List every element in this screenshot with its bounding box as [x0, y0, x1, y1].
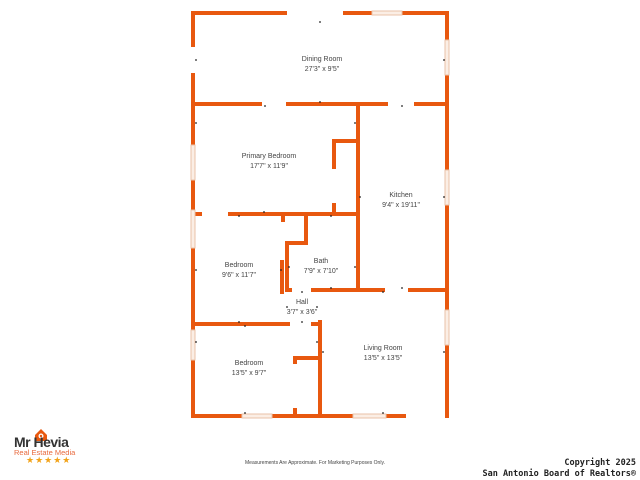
room-dimensions: 7'9" x 7'10" — [303, 268, 339, 275]
room-name: Primary Bedroom — [241, 153, 297, 160]
room-name: Bedroom — [234, 360, 264, 367]
room-label-kitchen: Kitchen 9'4" x 19'11" — [382, 191, 420, 211]
room-dimensions: 13'5" x 9'7" — [231, 370, 267, 377]
room-dimensions: 9'4" x 19'11" — [382, 202, 420, 209]
room-dimensions: 9'6" x 11'7" — [222, 272, 256, 279]
brand-logo: Mr Hevia Real Estate Media ★★★★★ — [12, 428, 92, 468]
house-icon — [35, 429, 47, 441]
door-markers — [195, 21, 445, 414]
room-dimensions: 13'5" x 13'5" — [363, 355, 403, 362]
logo-subtitle: Real Estate Media — [14, 448, 76, 457]
logo-title: Mr Hevia — [14, 434, 69, 450]
star-rating-icon: ★★★★★ — [26, 455, 72, 465]
walls — [191, 11, 449, 418]
room-label-hall: Hall 3'7" x 3'6" — [287, 298, 318, 318]
room-label-bedroom-2: Bedroom 13'5" x 9'7" — [232, 359, 267, 379]
copyright-line-2: San Antonio Board of Realtors® — [482, 469, 636, 479]
room-label-dining-room: Dining Room 27'3" x 9'5" — [302, 55, 342, 75]
room-dimensions: 27'3" x 9'5" — [304, 66, 340, 73]
room-dimensions: 3'7" x 3'6" — [286, 309, 318, 316]
room-name: Dining Room — [301, 56, 343, 63]
copyright-notice: Copyright 2025 San Antonio Board of Real… — [482, 458, 636, 480]
room-label-primary-bedroom: Primary Bedroom 17'7" x 11'9" — [242, 152, 296, 172]
room-label-living-room: Living Room 13'5" x 13'5" — [364, 344, 403, 364]
copyright-line-1: Copyright 2025 — [564, 458, 636, 468]
room-label-bedroom-1: Bedroom 9'6" x 11'7" — [222, 261, 256, 281]
room-label-bath: Bath 7'9" x 7'10" — [304, 257, 339, 277]
room-name: Kitchen — [389, 192, 413, 199]
room-name: Bedroom — [224, 262, 254, 269]
measurement-disclaimer: Measurements Are Approximate. For Market… — [245, 460, 385, 466]
room-dimensions: 17'7" x 11'9" — [250, 163, 288, 170]
windows — [190, 10, 450, 419]
room-name: Bath — [313, 258, 329, 265]
room-name: Living Room — [363, 345, 403, 352]
room-name: Hall — [295, 299, 309, 306]
